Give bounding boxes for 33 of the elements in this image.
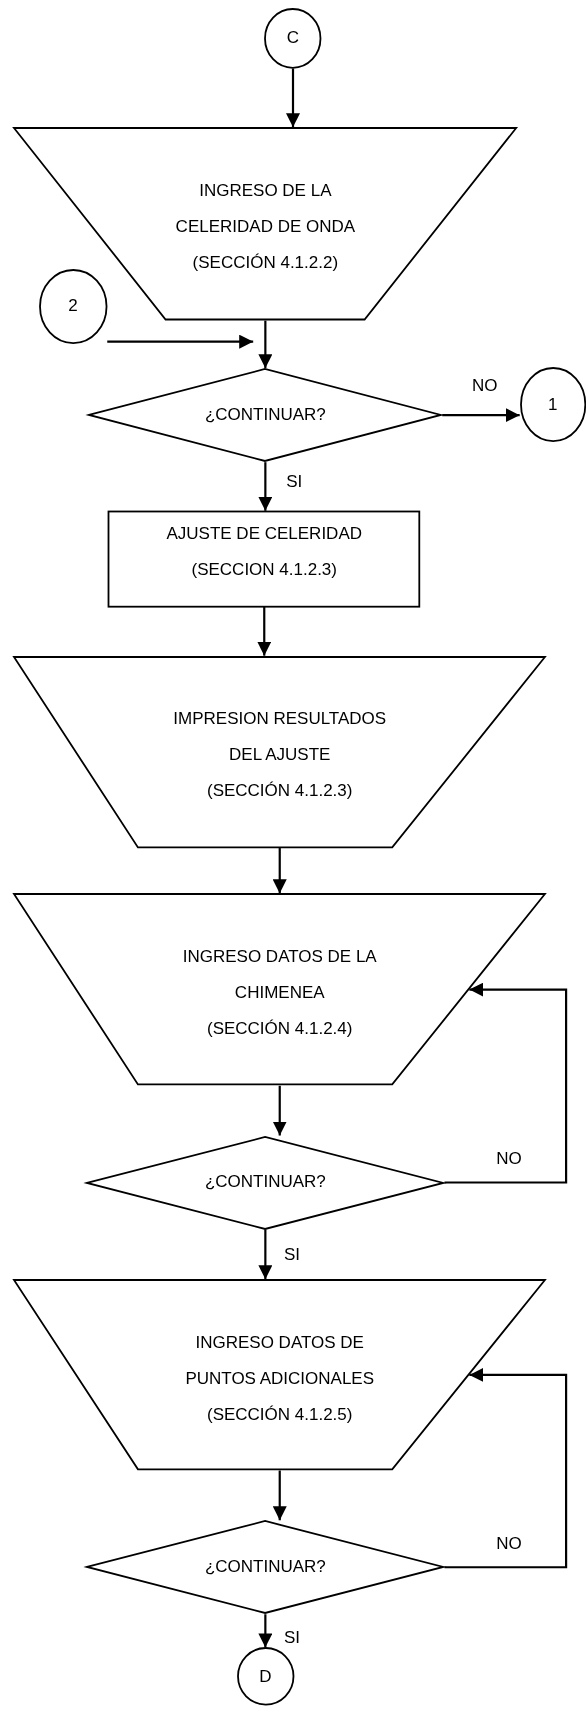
- edge-label: SI: [281, 1628, 302, 1646]
- node-text: ¿CONTINUAR?: [204, 1171, 326, 1194]
- node-text: INGRESO DE LA CELERIDAD DE ONDA: [174, 179, 357, 238]
- node-text: INGRESO DATOS DE LA CHIMENEA: [181, 945, 378, 1004]
- edge-label: NO: [494, 1149, 524, 1167]
- arrow: [258, 462, 273, 511]
- node-text: AJUSTE DE CELERIDAD: [166, 522, 362, 545]
- node-text: (SECCIÓN 4.1.2.5): [206, 1403, 353, 1426]
- node-text: ¿CONTINUAR?: [204, 1556, 326, 1579]
- node-text: D: [259, 1665, 272, 1688]
- arrow: [444, 982, 568, 1184]
- node-text: 2: [68, 295, 78, 318]
- node-text: INGRESO DATOS DE PUNTOS ADICIONALES: [184, 1331, 376, 1390]
- arrow: [257, 607, 272, 656]
- edge-label: NO: [494, 1534, 524, 1552]
- arrow: [107, 334, 254, 349]
- node-text: (SECCIÓN 4.1.2.3): [206, 780, 353, 803]
- arrow: [442, 408, 520, 423]
- node-text: ¿CONTINUAR?: [204, 404, 326, 427]
- arrow: [258, 1229, 273, 1280]
- node-text: (SECCION 4.1.2.3): [191, 558, 337, 581]
- arrow: [286, 68, 300, 128]
- arrow: [272, 848, 287, 894]
- arrow: [444, 1367, 568, 1569]
- node-text: (SECCIÓN 4.1.2.2): [192, 251, 339, 274]
- node-text: IMPRESION RESULTADOS DEL AJUSTE: [172, 708, 388, 767]
- node-text: 1: [548, 393, 558, 416]
- arrow: [258, 1614, 273, 1648]
- node-text: C: [286, 27, 300, 50]
- arrow: [258, 320, 273, 369]
- node-text: (SECCIÓN 4.1.2.4): [206, 1017, 353, 1040]
- arrow: [272, 1470, 287, 1521]
- arrow: [272, 1085, 287, 1136]
